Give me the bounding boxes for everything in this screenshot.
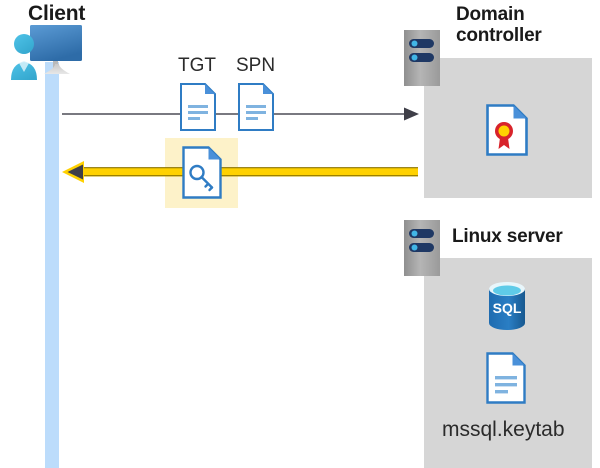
- domain-controller-label-line2: controller: [456, 25, 542, 47]
- linux-server-label: Linux server: [452, 226, 563, 247]
- keytab-filename-label: mssql.keytab: [442, 418, 565, 441]
- request-arrow: [62, 106, 420, 122]
- document-icon-tgt: [180, 83, 216, 131]
- server-rack-icon-linux-server: [404, 220, 440, 276]
- client-lifeline: [45, 62, 59, 468]
- spn-label: SPN: [236, 55, 276, 76]
- domain-controller-label-line1: Domain: [456, 4, 525, 25]
- sql-database-text: SQL: [493, 300, 522, 316]
- certificate-document-icon: [486, 104, 528, 156]
- sql-database-icon: SQL: [484, 280, 530, 332]
- user-with-monitor-icon: [8, 22, 92, 84]
- document-icon-spn: [238, 83, 274, 131]
- key-document-icon: [182, 146, 222, 199]
- domain-controller-label: Domain controller: [456, 4, 596, 47]
- tgt-label: TGT: [178, 55, 216, 76]
- server-rack-icon-domain-controller: [404, 30, 440, 86]
- client-label: Client: [28, 2, 86, 25]
- keytab-document-icon: [486, 352, 526, 404]
- response-arrow: [62, 160, 418, 184]
